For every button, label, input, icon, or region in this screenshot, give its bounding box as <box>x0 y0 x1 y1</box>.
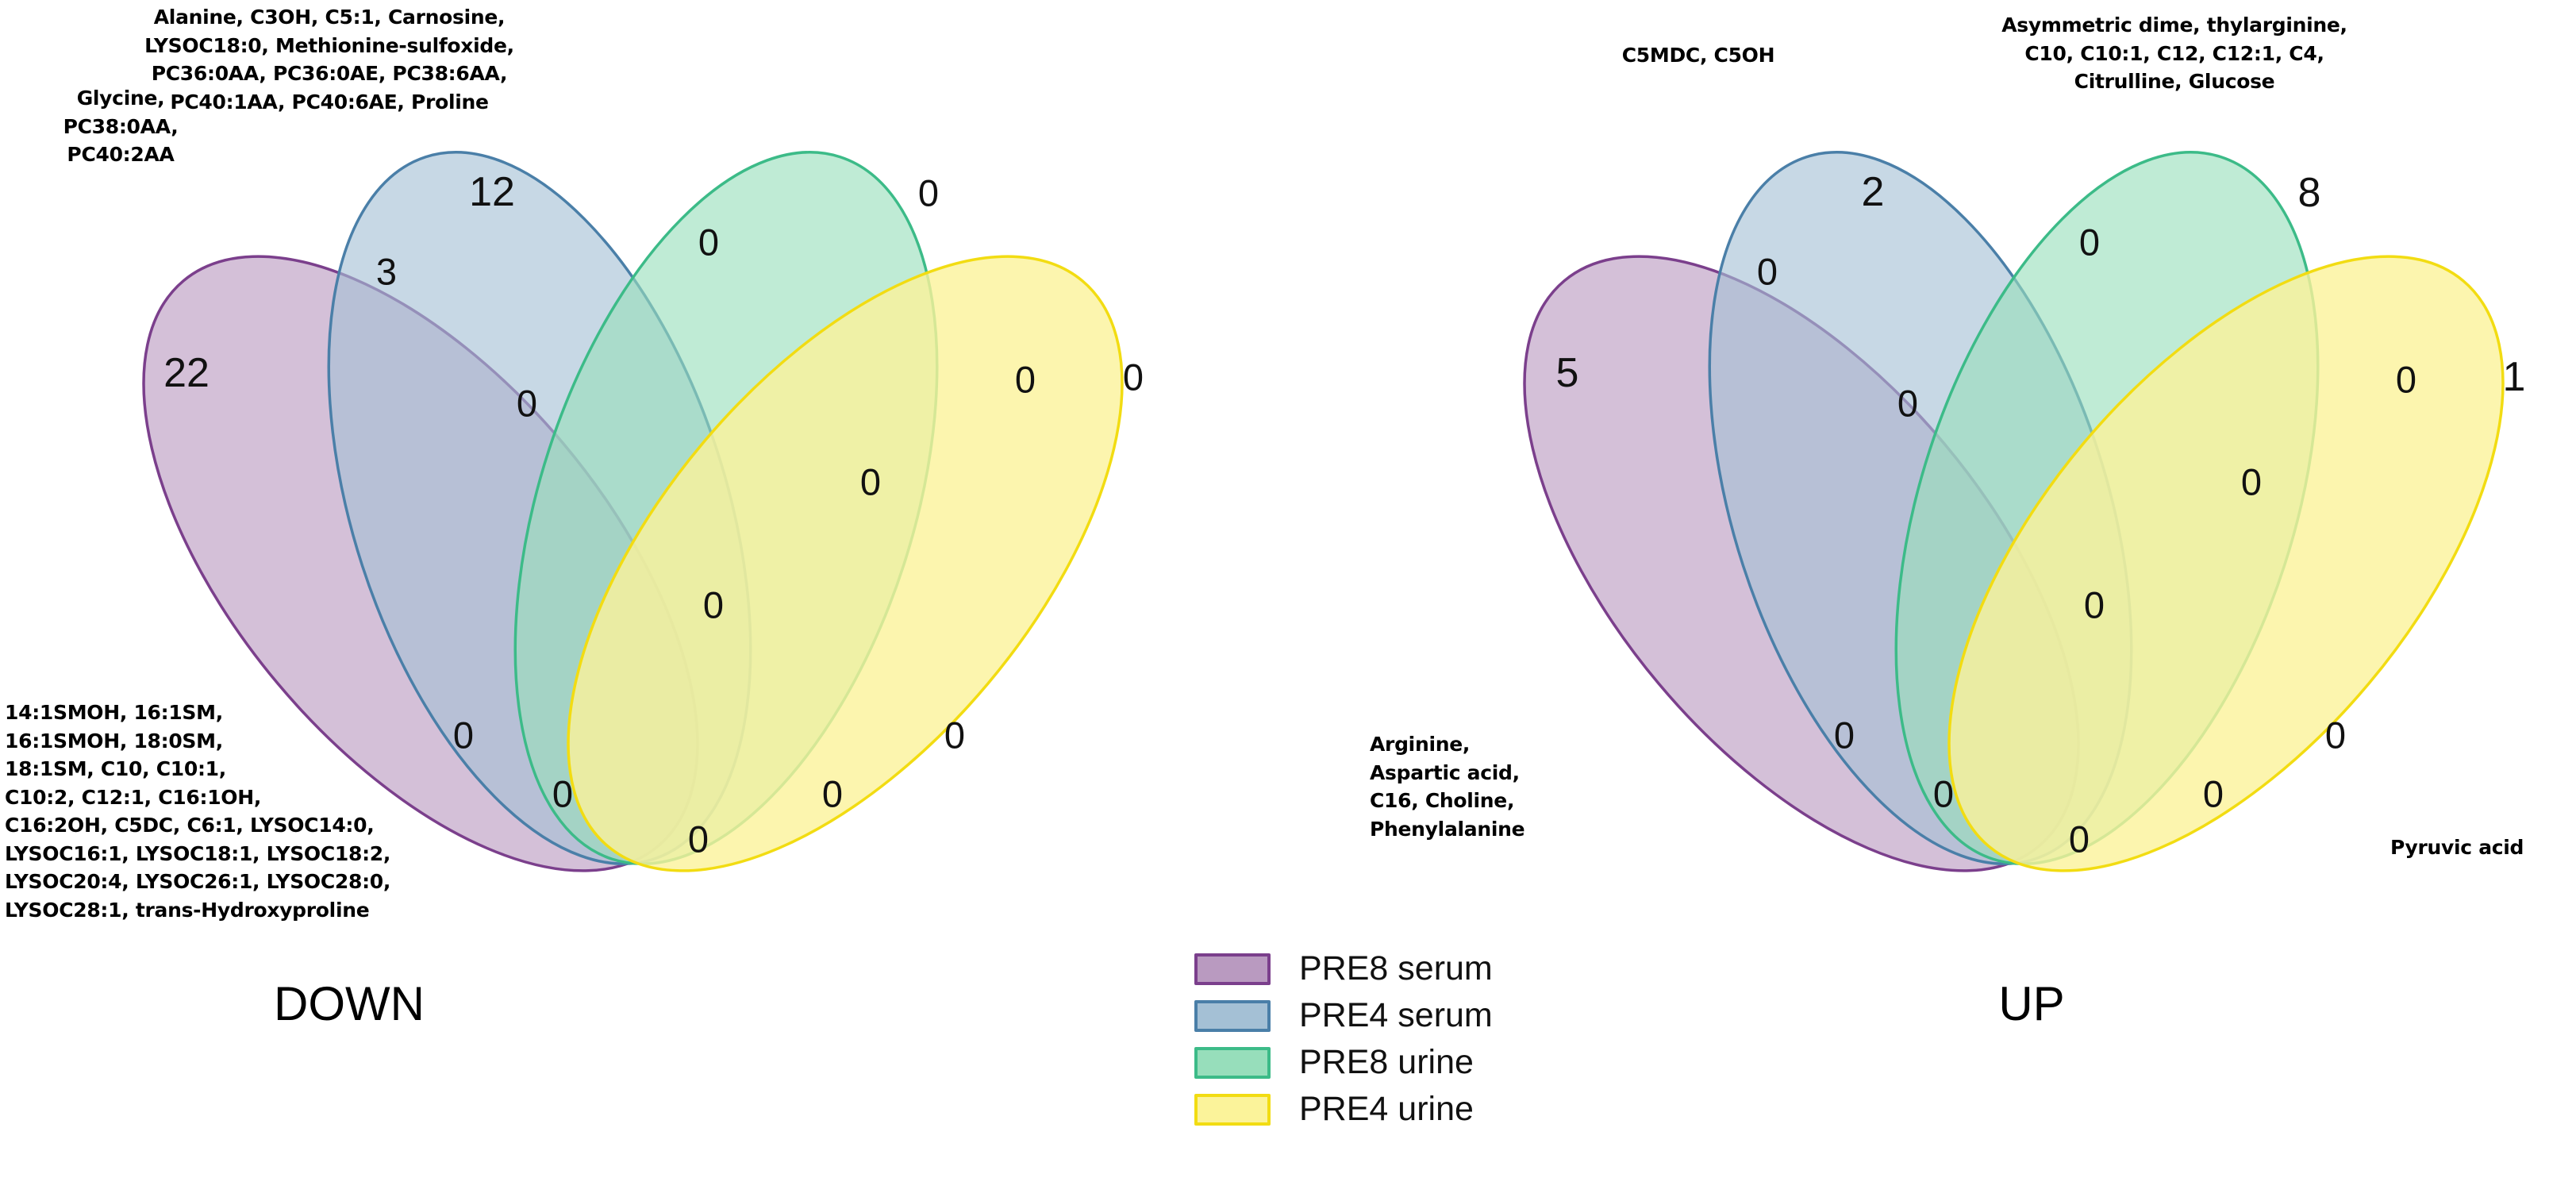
count-down-purple-blue: 3 <box>375 250 398 293</box>
count-down-all-four: 0 <box>702 583 725 626</box>
count-down-green-only: 0 <box>917 171 940 214</box>
legend-item-pre4-urine[interactable]: PRE4 urine <box>1194 1089 1493 1130</box>
count-down-purple-blue-green: 0 <box>516 382 538 425</box>
annotation-up-right-yellow: Pyruvic acid <box>2390 836 2524 859</box>
legend-label-pre4-urine: PRE4 urine <box>1299 1090 1474 1128</box>
ellipse-pre4-urine-up <box>1947 255 2505 872</box>
count-up-purple-blue: 0 <box>1756 250 1778 293</box>
legend-label-pre8-serum: PRE8 serum <box>1299 949 1493 987</box>
count-up-green-yellow: 0 <box>2395 358 2417 401</box>
legend: PRE8 serum PRE4 serum PRE8 urine PRE4 ur… <box>1194 949 1493 1136</box>
legend-swatch-pre4-serum <box>1194 999 1271 1032</box>
count-down-purple-green: 0 <box>452 714 475 756</box>
annotation-down-bottomleft-purple: 14:1SMOH, 16:1SM, 16:1SMOH, 18:0SM, 18:1… <box>5 701 391 922</box>
count-down-purple-green-yellow: 0 <box>821 772 844 815</box>
count-down-blue-green: 0 <box>698 221 720 264</box>
legend-item-pre8-serum[interactable]: PRE8 serum <box>1194 949 1493 989</box>
count-up-purple-blue-green: 0 <box>1897 382 1919 425</box>
count-down-blue-only: 12 <box>469 169 515 215</box>
venn-diagram-down <box>142 151 1124 872</box>
legend-swatch-pre4-urine <box>1194 1093 1271 1126</box>
ellipse-pre4-urine-down <box>567 255 1124 872</box>
legend-label-pre4-serum: PRE4 serum <box>1299 996 1493 1034</box>
count-up-blue-green: 0 <box>2078 221 2101 264</box>
annotation-down-left-purple: Glycine, PC38:0AA, PC40:2AA <box>63 87 179 166</box>
count-up-purple-blue-yellow: 0 <box>1932 772 1955 815</box>
panel-title-up: UP <box>1998 977 2065 1030</box>
count-down-yellow-only: 0 <box>1122 356 1144 398</box>
count-up-blue-green-yellow: 0 <box>2240 460 2263 503</box>
count-down-purple-blue-yellow: 0 <box>552 772 574 815</box>
legend-label-pre8-urine: PRE8 urine <box>1299 1043 1474 1081</box>
legend-item-pre8-urine[interactable]: PRE8 urine <box>1194 1042 1493 1083</box>
legend-swatch-pre8-serum <box>1194 953 1271 985</box>
count-down-purple-only: 22 <box>163 350 210 396</box>
count-up-purple-yellow: 0 <box>2068 818 2090 860</box>
count-up-blue-only: 2 <box>1861 169 1885 215</box>
count-up-yellow-only: 1 <box>2502 354 2526 400</box>
venn-diagram-up <box>1523 151 2505 872</box>
count-up-all-four: 0 <box>2083 583 2105 626</box>
annotation-down-top-blue: Alanine, C3OH, C5:1, Carnosine, LYSOC18:… <box>144 6 514 114</box>
count-up-purple-green: 0 <box>1833 714 1855 756</box>
legend-swatch-pre8-urine <box>1194 1046 1271 1079</box>
count-up-blue-yellow: 0 <box>2324 714 2347 756</box>
legend-item-pre4-serum[interactable]: PRE4 serum <box>1194 995 1493 1036</box>
annotation-up-top-green: Asymmetric dime, thylarginine, C10, C10:… <box>2001 13 2347 93</box>
count-up-purple-only: 5 <box>1555 350 1579 396</box>
panel-title-down: DOWN <box>274 977 425 1030</box>
count-up-purple-green-yellow: 0 <box>2202 772 2224 815</box>
count-down-blue-yellow: 0 <box>944 714 966 756</box>
annotation-up-left-purple: Arginine, Aspartic acid, C16, Choline, P… <box>1370 733 1525 841</box>
count-down-green-yellow: 0 <box>1014 358 1036 401</box>
count-up-green-only: 8 <box>2297 170 2321 216</box>
count-down-blue-green-yellow: 0 <box>859 460 882 503</box>
count-down-purple-yellow: 0 <box>687 818 709 860</box>
annotation-up-top-blue: C5MDC, C5OH <box>1621 44 1775 67</box>
